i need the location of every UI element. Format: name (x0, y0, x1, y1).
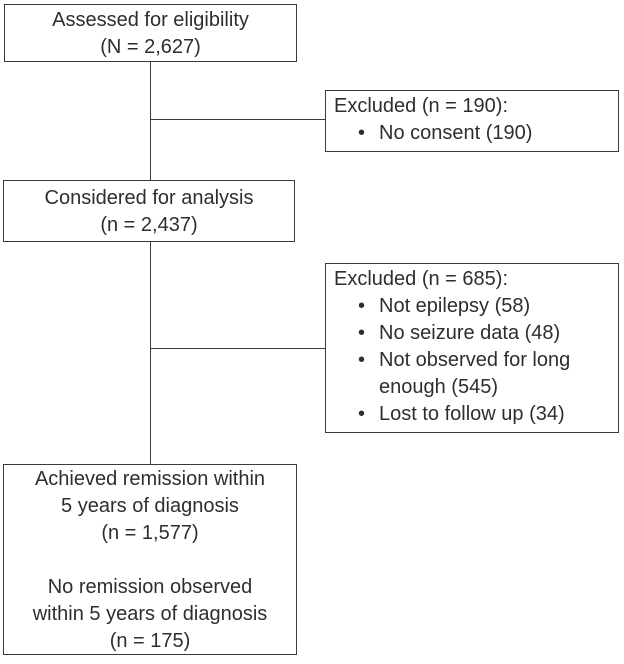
excluded-title: Excluded (n = 190): (334, 95, 508, 117)
bullet-icon: • (358, 322, 366, 344)
bullet-icon: • (358, 403, 366, 425)
connector-vertical-eligibility-to-considered (149, 62, 151, 180)
bullet-icon: • (358, 349, 366, 371)
box-remission-outcomes: Achieved remission within 5 years of dia… (3, 464, 297, 655)
text-line: (n = 1,577) (101, 522, 199, 544)
connector-branch-excluded-190 (150, 118, 325, 120)
bullet-text: No seizure data (48) (379, 322, 561, 344)
text-line: (n = 175) (109, 630, 191, 652)
text-line: (N = 2,627) (100, 36, 201, 58)
box-considered-for-analysis: Considered for analysis (n = 2,437) (3, 180, 295, 242)
text-line: No remission observed (47, 576, 253, 598)
text-line: Achieved remission within (34, 468, 266, 490)
bullet-item: • No consent (190) (334, 120, 610, 147)
bullet-icon: • (358, 122, 366, 144)
connector-branch-excluded-685 (150, 347, 325, 349)
bullet-item: • Not observed for long enough (545) (334, 347, 610, 401)
bullet-text: Not observed for long enough (545) (379, 349, 571, 398)
text-line: Assessed for eligibility (52, 9, 249, 31)
box-excluded-n190: Excluded (n = 190): • No consent (190) (325, 90, 619, 152)
bullet-icon: • (358, 295, 366, 317)
bullet-item: • Lost to follow up (34) (334, 401, 610, 428)
excluded-title: Excluded (n = 685): (334, 268, 508, 290)
text-line: (n = 2,437) (100, 214, 198, 236)
text-line: within 5 years of diagnosis (32, 603, 268, 625)
text-line: Considered for analysis (44, 187, 254, 209)
bullet-text: Not epilepsy (58) (379, 295, 531, 317)
bullet-item: • No seizure data (48) (334, 320, 610, 347)
bullet-text: No consent (190) (379, 122, 533, 144)
connector-vertical-considered-to-outcome (149, 242, 151, 464)
box-assessed-for-eligibility: Assessed for eligibility (N = 2,627) (4, 4, 297, 62)
text-line: 5 years of diagnosis (61, 495, 239, 517)
box-excluded-n685: Excluded (n = 685): • Not epilepsy (58) … (325, 263, 619, 433)
text-line-spacer (4, 547, 296, 574)
bullet-item: • Not epilepsy (58) (334, 293, 610, 320)
bullet-text: Lost to follow up (34) (379, 403, 565, 425)
